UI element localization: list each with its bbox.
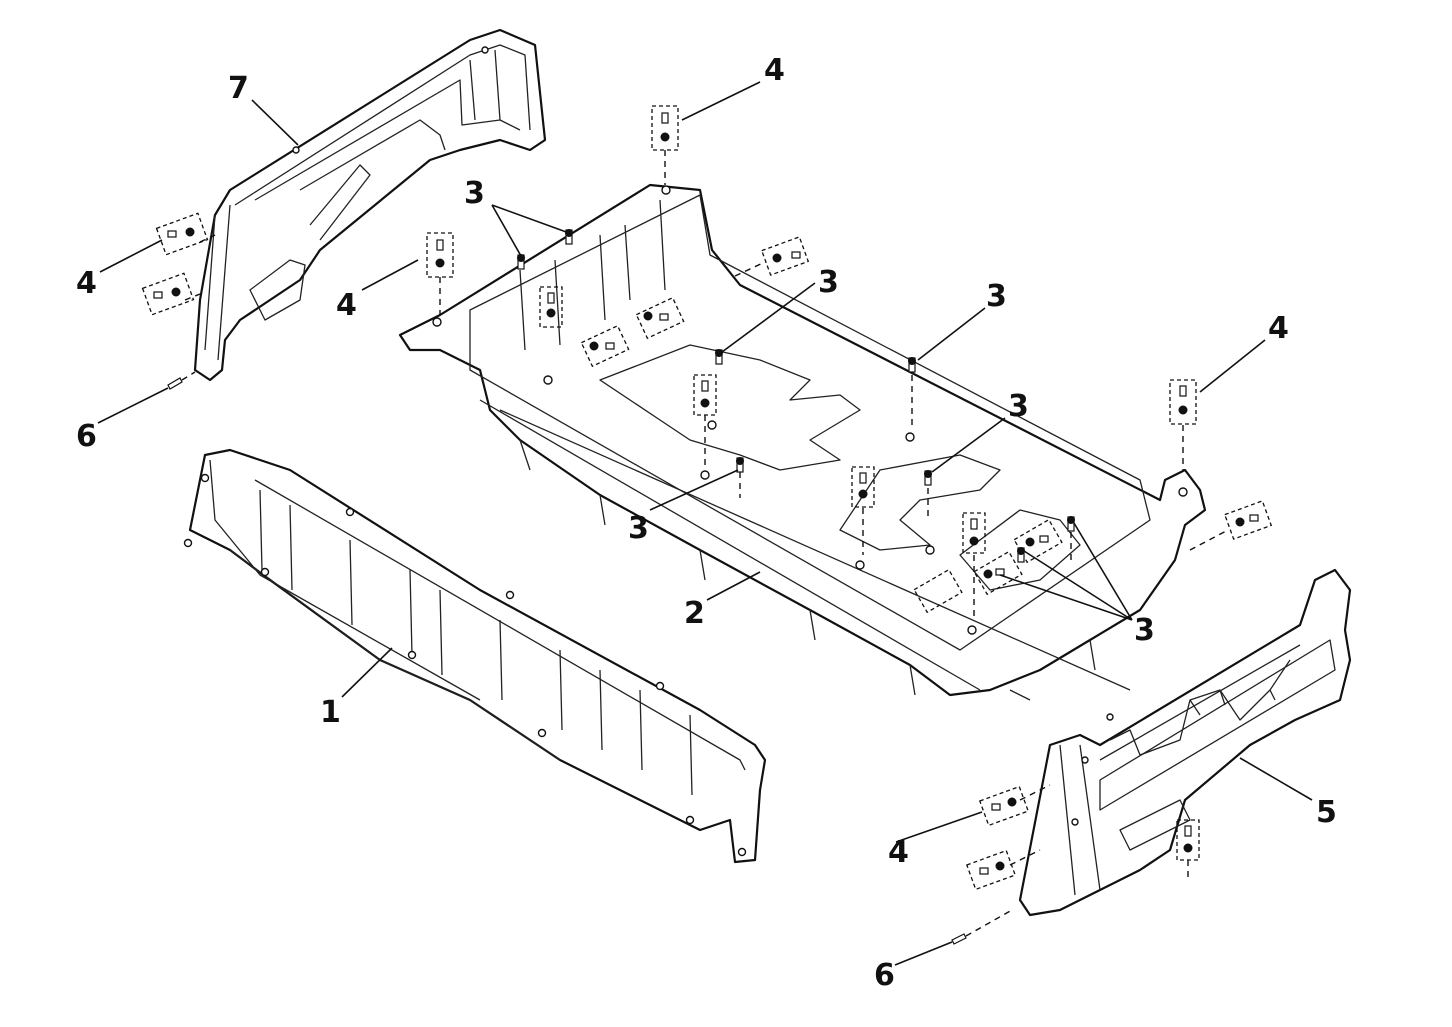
callout-7: 7 xyxy=(228,71,249,106)
callout-3-top-left: 3 xyxy=(464,176,485,211)
callout-3-right-mid: 3 xyxy=(1008,389,1029,424)
callout-2: 2 xyxy=(684,596,705,631)
callout-4-bottom: 4 xyxy=(888,835,909,870)
part-2-bed-tub xyxy=(398,183,1207,701)
callout-6-left: 6 xyxy=(76,419,97,454)
callout-1: 1 xyxy=(320,695,341,730)
leader-lines xyxy=(97,81,1313,966)
pins-6 xyxy=(167,377,967,945)
assembly-lines xyxy=(181,150,1229,937)
callout-3-right-upper: 3 xyxy=(986,279,1007,314)
callout-6-bottom: 6 xyxy=(874,958,895,993)
callout-4-top: 4 xyxy=(764,53,785,88)
callout-4-left-mid: 4 xyxy=(336,288,357,323)
callout-4-left-upper: 4 xyxy=(76,266,97,301)
callout-3-lower-right: 3 xyxy=(1134,613,1155,648)
callout-4-right: 4 xyxy=(1268,311,1289,346)
callout-3-lower-left: 3 xyxy=(628,511,649,546)
callout-labels: 7 4 4 4 4 4 6 6 3 3 3 3 3 3 2 1 5 xyxy=(76,53,1337,993)
part-5-right-side-panel xyxy=(1018,568,1352,917)
callout-5: 5 xyxy=(1316,795,1337,830)
part-7-left-side-panel xyxy=(193,28,547,382)
part-1-front-panel xyxy=(183,448,767,864)
callout-3-center: 3 xyxy=(818,265,839,300)
